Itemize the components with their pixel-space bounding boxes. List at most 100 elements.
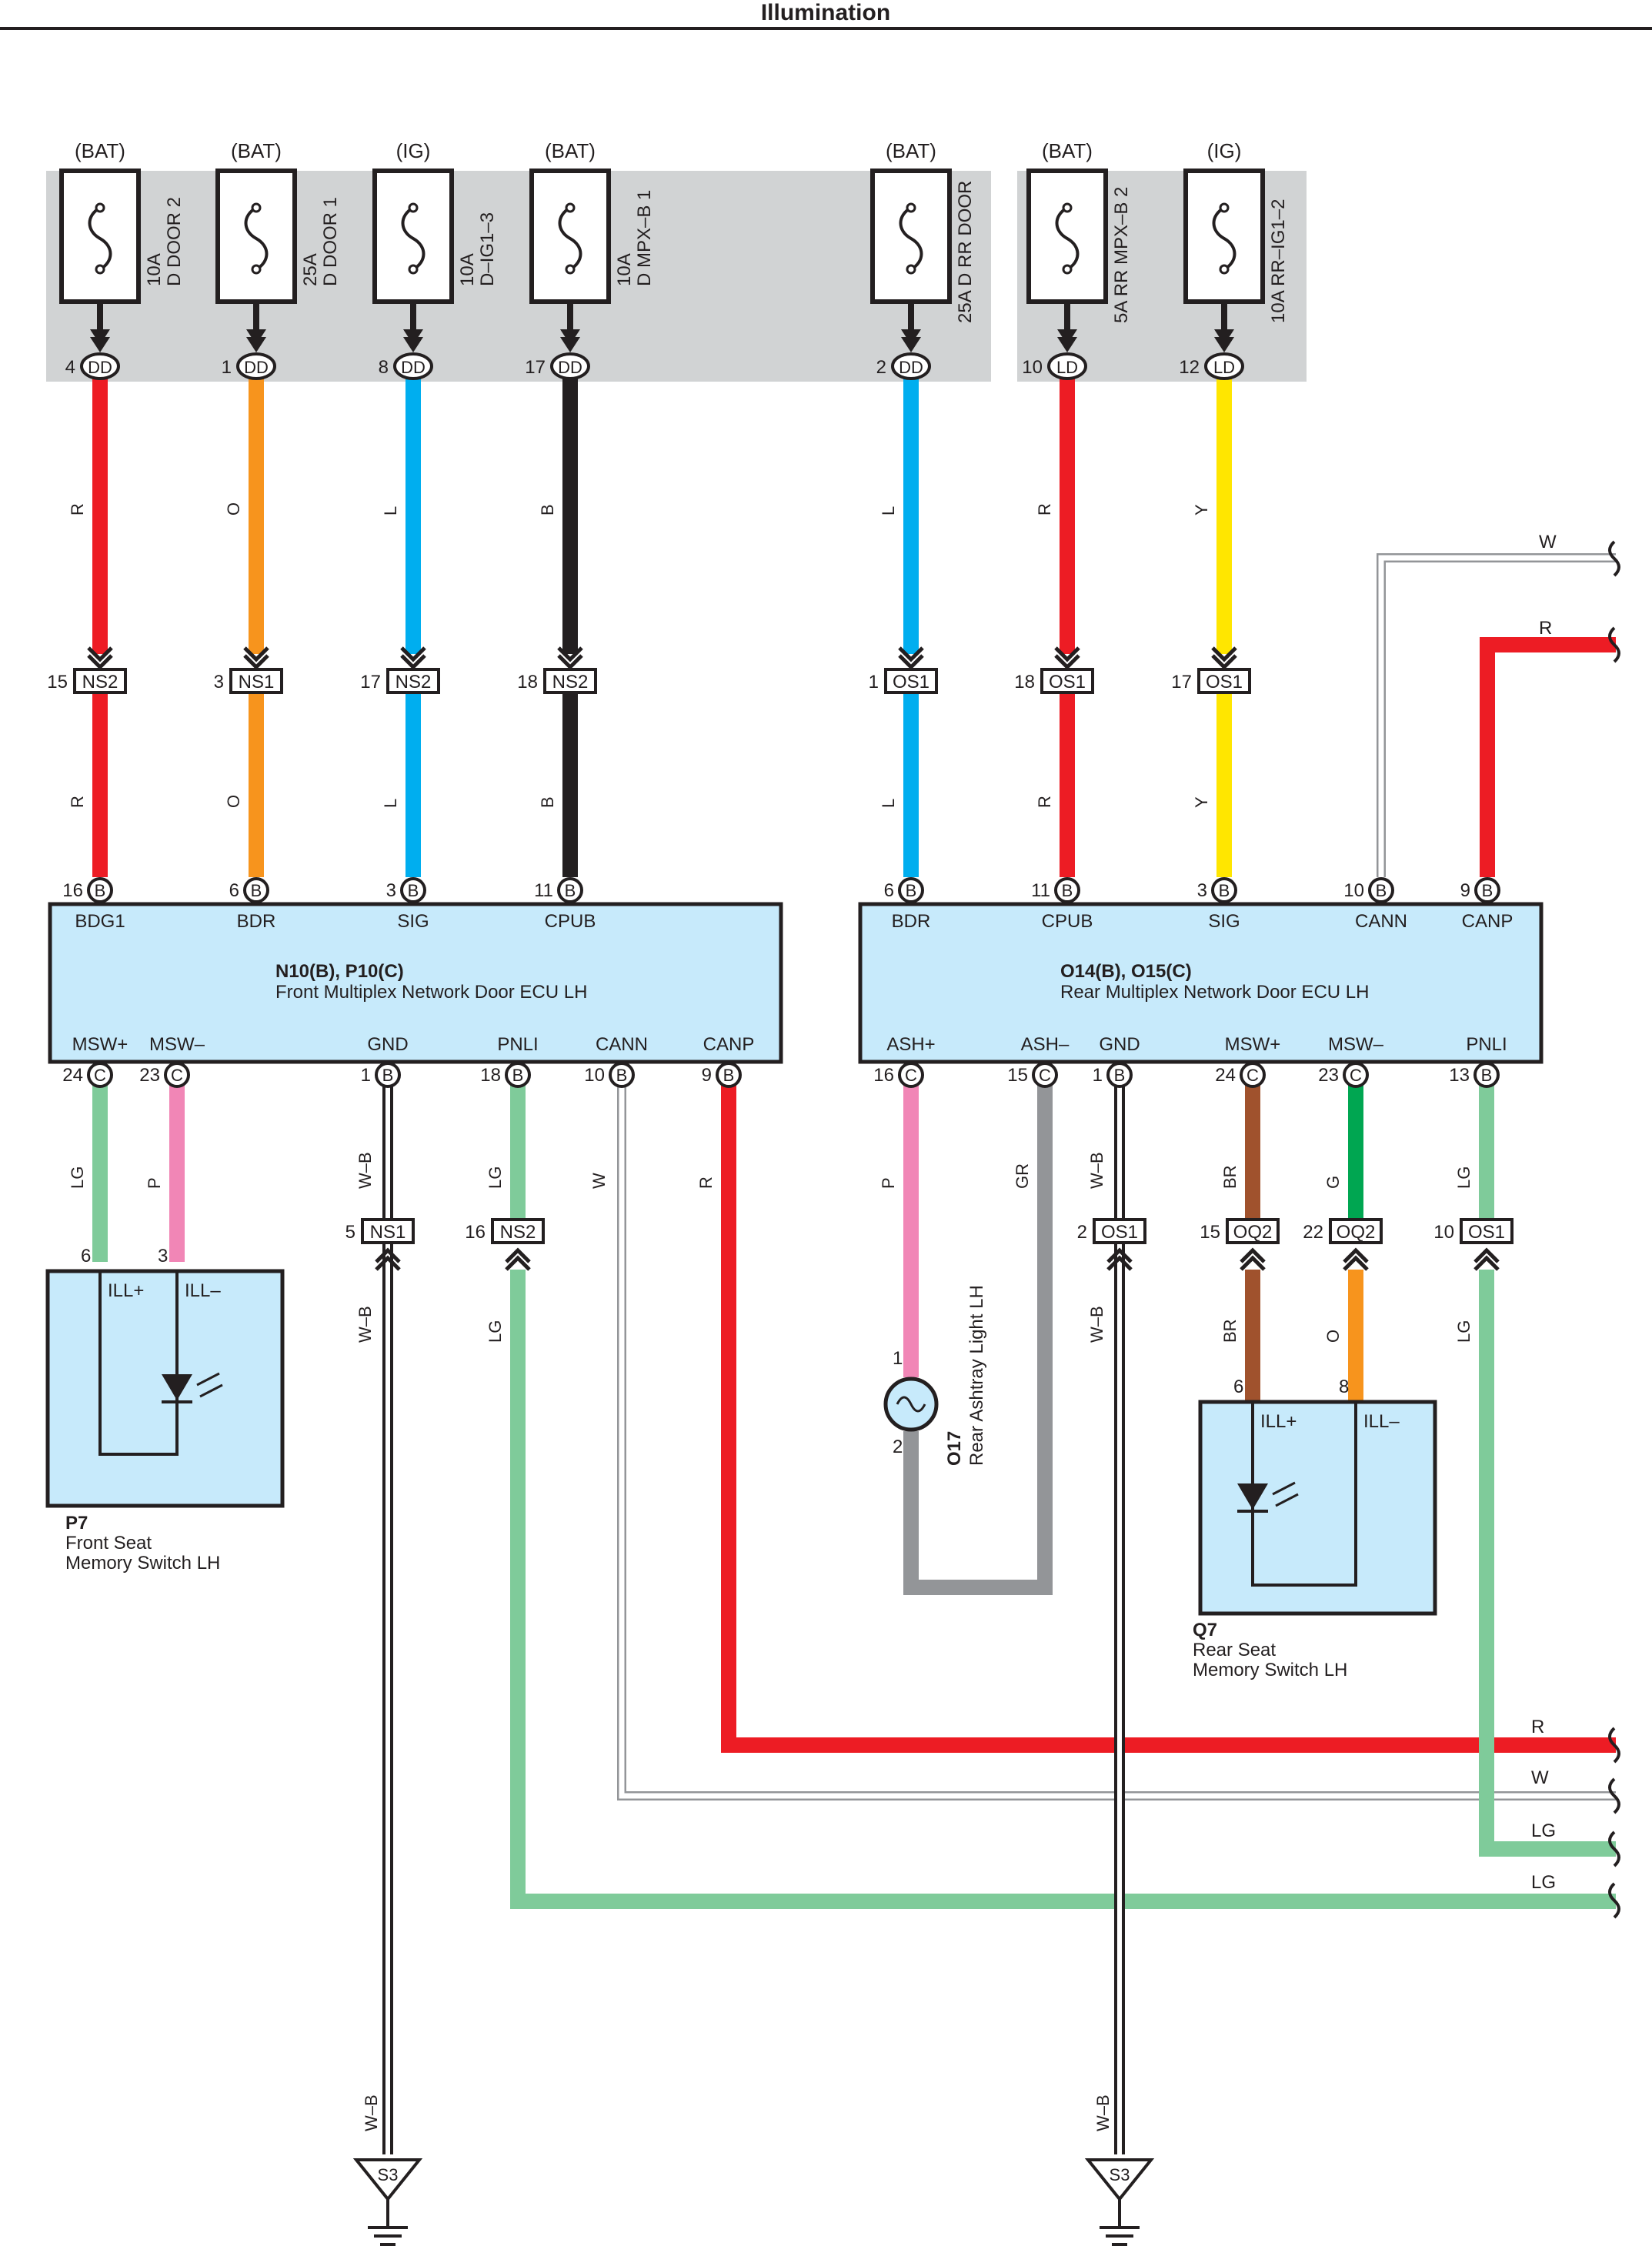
ecu-terminal-group: B16BDG1B6BDRB3SIGB11CPUBC24MSW+C23MSW–B1… [62, 877, 1513, 1088]
terminal-connector-letter: B [408, 881, 419, 900]
terminal-pin-number: 6 [229, 880, 239, 901]
fuse-pin-number: 8 [379, 357, 389, 378]
wire-color-below-connector: LG [486, 1320, 505, 1343]
upper-connector-pin: 17 [1171, 672, 1192, 692]
front-switch-pin-minus: 3 [158, 1246, 168, 1266]
rear-ecu-code: O14(B), O15(C) [1060, 961, 1192, 982]
terminal-pin-number: 23 [1318, 1065, 1339, 1086]
front-ecu-bottom-terminal: C 23 MSW– [139, 1034, 205, 1088]
front-switch-box [45, 1269, 285, 1508]
wire-color-mid: B [538, 796, 557, 808]
ground-rear-label: S3 [1110, 2165, 1130, 2184]
terminal-connector-letter: B [565, 881, 576, 900]
wire-color-lower-front: LG [486, 1166, 505, 1189]
rear-ecu-box [858, 902, 1544, 1064]
wire-color-upper: Y [1192, 504, 1211, 516]
lower-connector-pin: 5 [345, 1222, 355, 1243]
terminal-label: MSW– [149, 1034, 205, 1055]
wire-color-lower-front: W [589, 1173, 609, 1189]
terminal-pin-number: 24 [1215, 1065, 1236, 1086]
wire-color-lower-rear: GR [1013, 1163, 1032, 1189]
terminal-label: BDR [237, 911, 276, 932]
rear-switch-code: Q7 [1193, 1620, 1217, 1640]
terminal-connector-letter: B [1114, 1066, 1126, 1085]
terminal-connector-letter: B [906, 881, 917, 900]
terminal-pin-number: 23 [139, 1065, 160, 1086]
terminal-connector-letter: C [1350, 1066, 1362, 1085]
wire-color-lower-rear: W–B [1087, 1152, 1106, 1189]
terminal-label: BDR [892, 911, 931, 932]
terminal-connector-letter: B [512, 1066, 524, 1085]
rear-switch-label-minus: ILL– [1363, 1411, 1400, 1432]
fuse-rating-label: 5A RR MPX–B 2 [1111, 187, 1132, 323]
fuse-connector-code: DD [899, 358, 923, 377]
fuse-connector-code: DD [558, 358, 582, 377]
lower-connector-pin: 22 [1303, 1222, 1323, 1243]
lower-connector-pin: 2 [1077, 1222, 1087, 1243]
lower-connector-pin: 15 [1200, 1222, 1220, 1243]
terminal-connector-letter: B [1481, 1066, 1493, 1085]
terminal-label: BDG1 [75, 911, 125, 932]
ashtray-pin2: 2 [893, 1437, 903, 1457]
fuse-pin-number: 10 [1022, 357, 1043, 378]
upper-connector-pin: 15 [47, 672, 68, 692]
front-switch-circuit [98, 1271, 179, 1456]
lower-connector-code: OS1 [1101, 1222, 1138, 1243]
terminal-label: PNLI [497, 1034, 538, 1055]
upper-connector-code: NS2 [552, 672, 589, 692]
rear-switch-name2: Memory Switch LH [1193, 1660, 1347, 1680]
front-switch-name1: Front Seat [65, 1533, 152, 1554]
wire-color-upper: R [1035, 503, 1054, 516]
terminal-label: GND [1099, 1034, 1140, 1055]
rear-switch-pin-minus: 8 [1339, 1377, 1349, 1397]
fuse-source-label: (BAT) [75, 139, 125, 162]
ground-rear: S3 [1084, 2158, 1155, 2246]
fuse-source-label: (BAT) [231, 139, 282, 162]
fuse-rating-label: 10A [614, 253, 635, 286]
fuse-source-label: (IG) [396, 139, 431, 162]
ashtray-name: Rear Ashtray Light LH [966, 1285, 987, 1466]
rear-ecu-name: Rear Multiplex Network Door ECU LH [1060, 982, 1369, 1003]
fuse-source-label: (BAT) [545, 139, 596, 162]
wire-color-lower-front: P [145, 1177, 164, 1189]
ashtray-filament [896, 1396, 926, 1413]
terminal-connector-letter: C [171, 1066, 183, 1085]
terminal-connector-letter: C [94, 1066, 106, 1085]
wire-color-upper: L [879, 506, 898, 516]
upper-connector-pin: 1 [869, 672, 879, 692]
edge-wire-label-bottom: LG [1531, 1872, 1556, 1893]
rear-switch-pin-plus: 6 [1233, 1377, 1243, 1397]
terminal-connector-letter: B [1219, 881, 1230, 900]
terminal-label: CPUB [545, 911, 596, 932]
fuse-panel-left [46, 171, 991, 382]
fuse-source-label: (IG) [1207, 139, 1242, 162]
edge-wire-label-top: W [1539, 532, 1557, 552]
front-switch-label-plus: ILL+ [108, 1280, 144, 1301]
lower-connector-2: OS1 2 [1077, 1218, 1146, 1271]
terminal-label: PNLI [1466, 1034, 1507, 1055]
terminal-label: CANP [1462, 911, 1513, 932]
